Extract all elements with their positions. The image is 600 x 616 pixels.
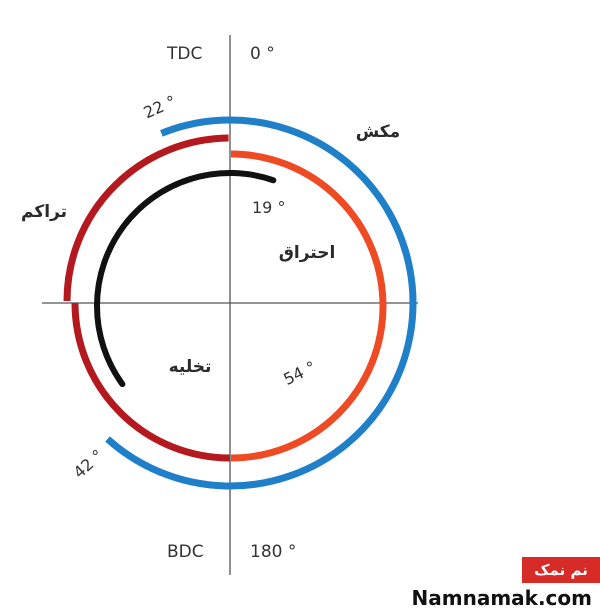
exhaust-label: مکش <box>356 122 400 142</box>
red-arc-top-segment <box>63 134 229 302</box>
brand-site-link[interactable]: Namnamak.com <box>411 586 592 610</box>
combustion-label: احتراق <box>279 243 336 263</box>
tdc-label: TDC <box>166 44 202 64</box>
bdc-angle-label: 180 ° <box>250 542 296 562</box>
angle-19-label: 19 ° <box>252 198 285 217</box>
black-inner-arc <box>94 170 277 388</box>
bdc-label: BDC <box>167 542 204 562</box>
orange-arc <box>230 150 387 462</box>
angle-42-label: 42 ° <box>70 446 108 483</box>
angle-22-label: 22 ° <box>141 91 179 122</box>
tdc-angle-label: 0 ° <box>250 44 275 64</box>
evacuation-label: تخلیه <box>169 357 212 377</box>
brand-badge: نم نمک <box>522 557 600 583</box>
angle-54-label: 54 ° <box>280 357 318 389</box>
red-arc-left-segment <box>71 302 231 462</box>
blue-outer-arc <box>105 116 417 490</box>
compression-label: تراکم <box>21 202 67 222</box>
